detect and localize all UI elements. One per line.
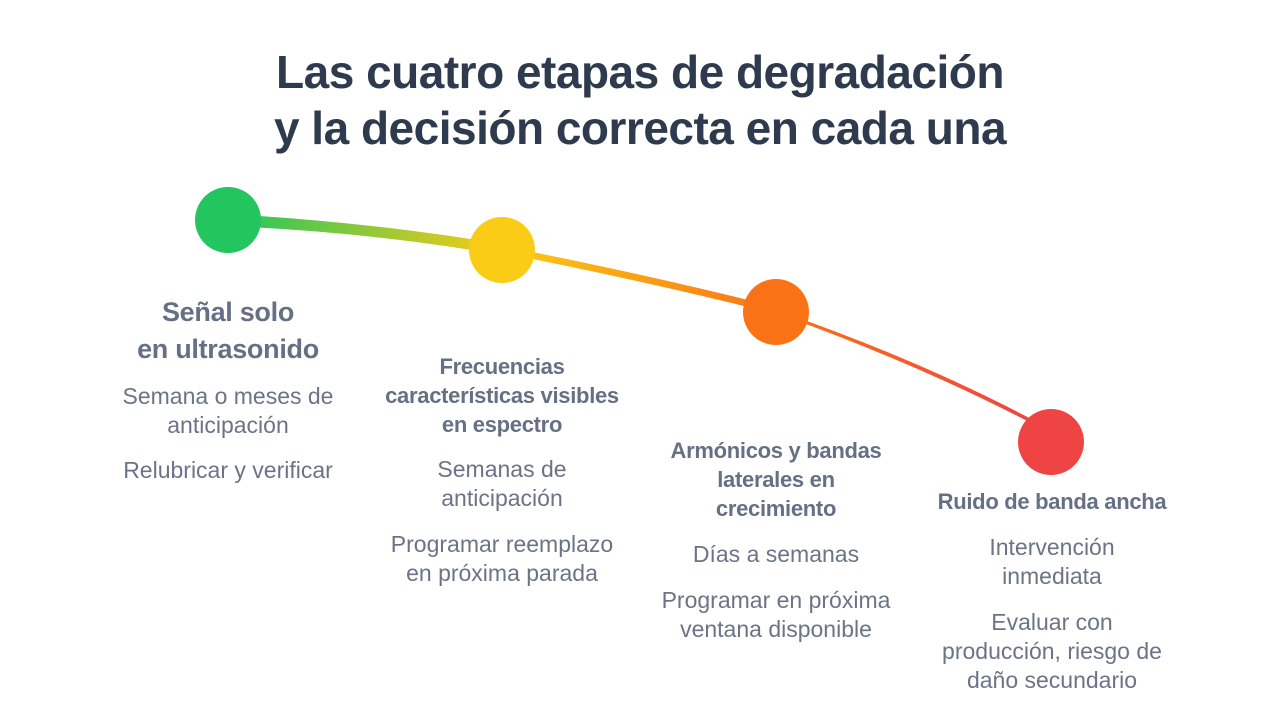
stage-3-action-line: ventana disponible [680,616,872,642]
stage-2-action-line: Programar reemplazo [390,531,614,557]
stage-4-anticipation-line: Intervención [989,534,1115,560]
stage-1-anticipation-line: Semana o meses de [122,383,334,409]
stage-3-title-line: laterales en [717,467,835,492]
stage-1-action: Relubricar y verificar [88,456,368,485]
stage-4-anticipation: Intervención inmediata [912,533,1192,591]
stage-3-action: Programar en próxima ventana disponible [636,586,916,644]
stage-2-title-line: en espectro [441,412,563,437]
stage-3-title-line: crecimiento [715,496,837,521]
stage-1-title: Señal solo en ultrasonido [88,294,368,368]
stage-4-anticipation-line: inmediata [1002,563,1102,589]
stage-2-title-line: características visibles [385,383,619,408]
stage-2-action-line: en próxima parada [406,560,598,586]
stage-2-marker [469,217,535,283]
stage-4-action-line: producción, riesgo de [942,638,1162,664]
stage-3-anticipation: Días a semanas [636,540,916,569]
stage-1-anticipation: Semana o meses de anticipación [88,382,368,440]
curve-segment-1 [228,214,502,255]
stage-2-anticipation-line: Semanas de [437,456,567,482]
stage-2-anticipation-line: anticipación [441,485,563,511]
stage-3: Armónicos y bandas laterales en crecimie… [636,436,916,644]
curve-segment-2 [502,246,776,314]
stage-3-marker [743,279,809,345]
stage-2-title: Frecuencias características visibles en … [362,352,642,439]
stage-2-anticipation: Semanas de anticipación [362,455,642,513]
stage-1-anticipation-line: anticipación [167,412,289,438]
stage-1-marker [195,187,261,253]
title-line-1: Las cuatro etapas de degradación [276,46,1004,98]
stage-4-title-line: Ruido de banda ancha [937,489,1167,514]
stage-3-title: Armónicos y bandas laterales en crecimie… [636,436,916,523]
page-title: Las cuatro etapas de degradación y la de… [0,44,1280,156]
stage-4-action-line: Evaluar con [991,609,1113,635]
stage-4-action: Evaluar con producción, riesgo de daño s… [912,608,1192,695]
stage-4-action-line: daño secundario [966,667,1138,693]
stage-1-action-line: Relubricar y verificar [123,457,333,483]
stage-2-title-line: Frecuencias [439,354,565,379]
stage-3-title-line: Armónicos y bandas [670,438,882,463]
stage-3-anticipation-line: Días a semanas [692,541,860,567]
stage-2: Frecuencias características visibles en … [362,352,642,588]
stage-1-title-line: Señal solo [161,297,295,327]
stage-4-marker [1018,409,1084,475]
stage-1-title-line: en ultrasonido [137,334,319,364]
stage-2-action: Programar reemplazo en próxima parada [362,530,642,588]
stage-4: Ruido de banda ancha Intervención inmedi… [912,487,1192,695]
stage-1: Señal solo en ultrasonido Semana o meses… [88,294,368,485]
curve-segment-3 [776,310,1035,424]
title-line-2: y la decisión correcta en cada una [273,102,1007,154]
stage-4-title: Ruido de banda ancha [912,487,1192,516]
stage-3-action-line: Programar en próxima [661,587,891,613]
